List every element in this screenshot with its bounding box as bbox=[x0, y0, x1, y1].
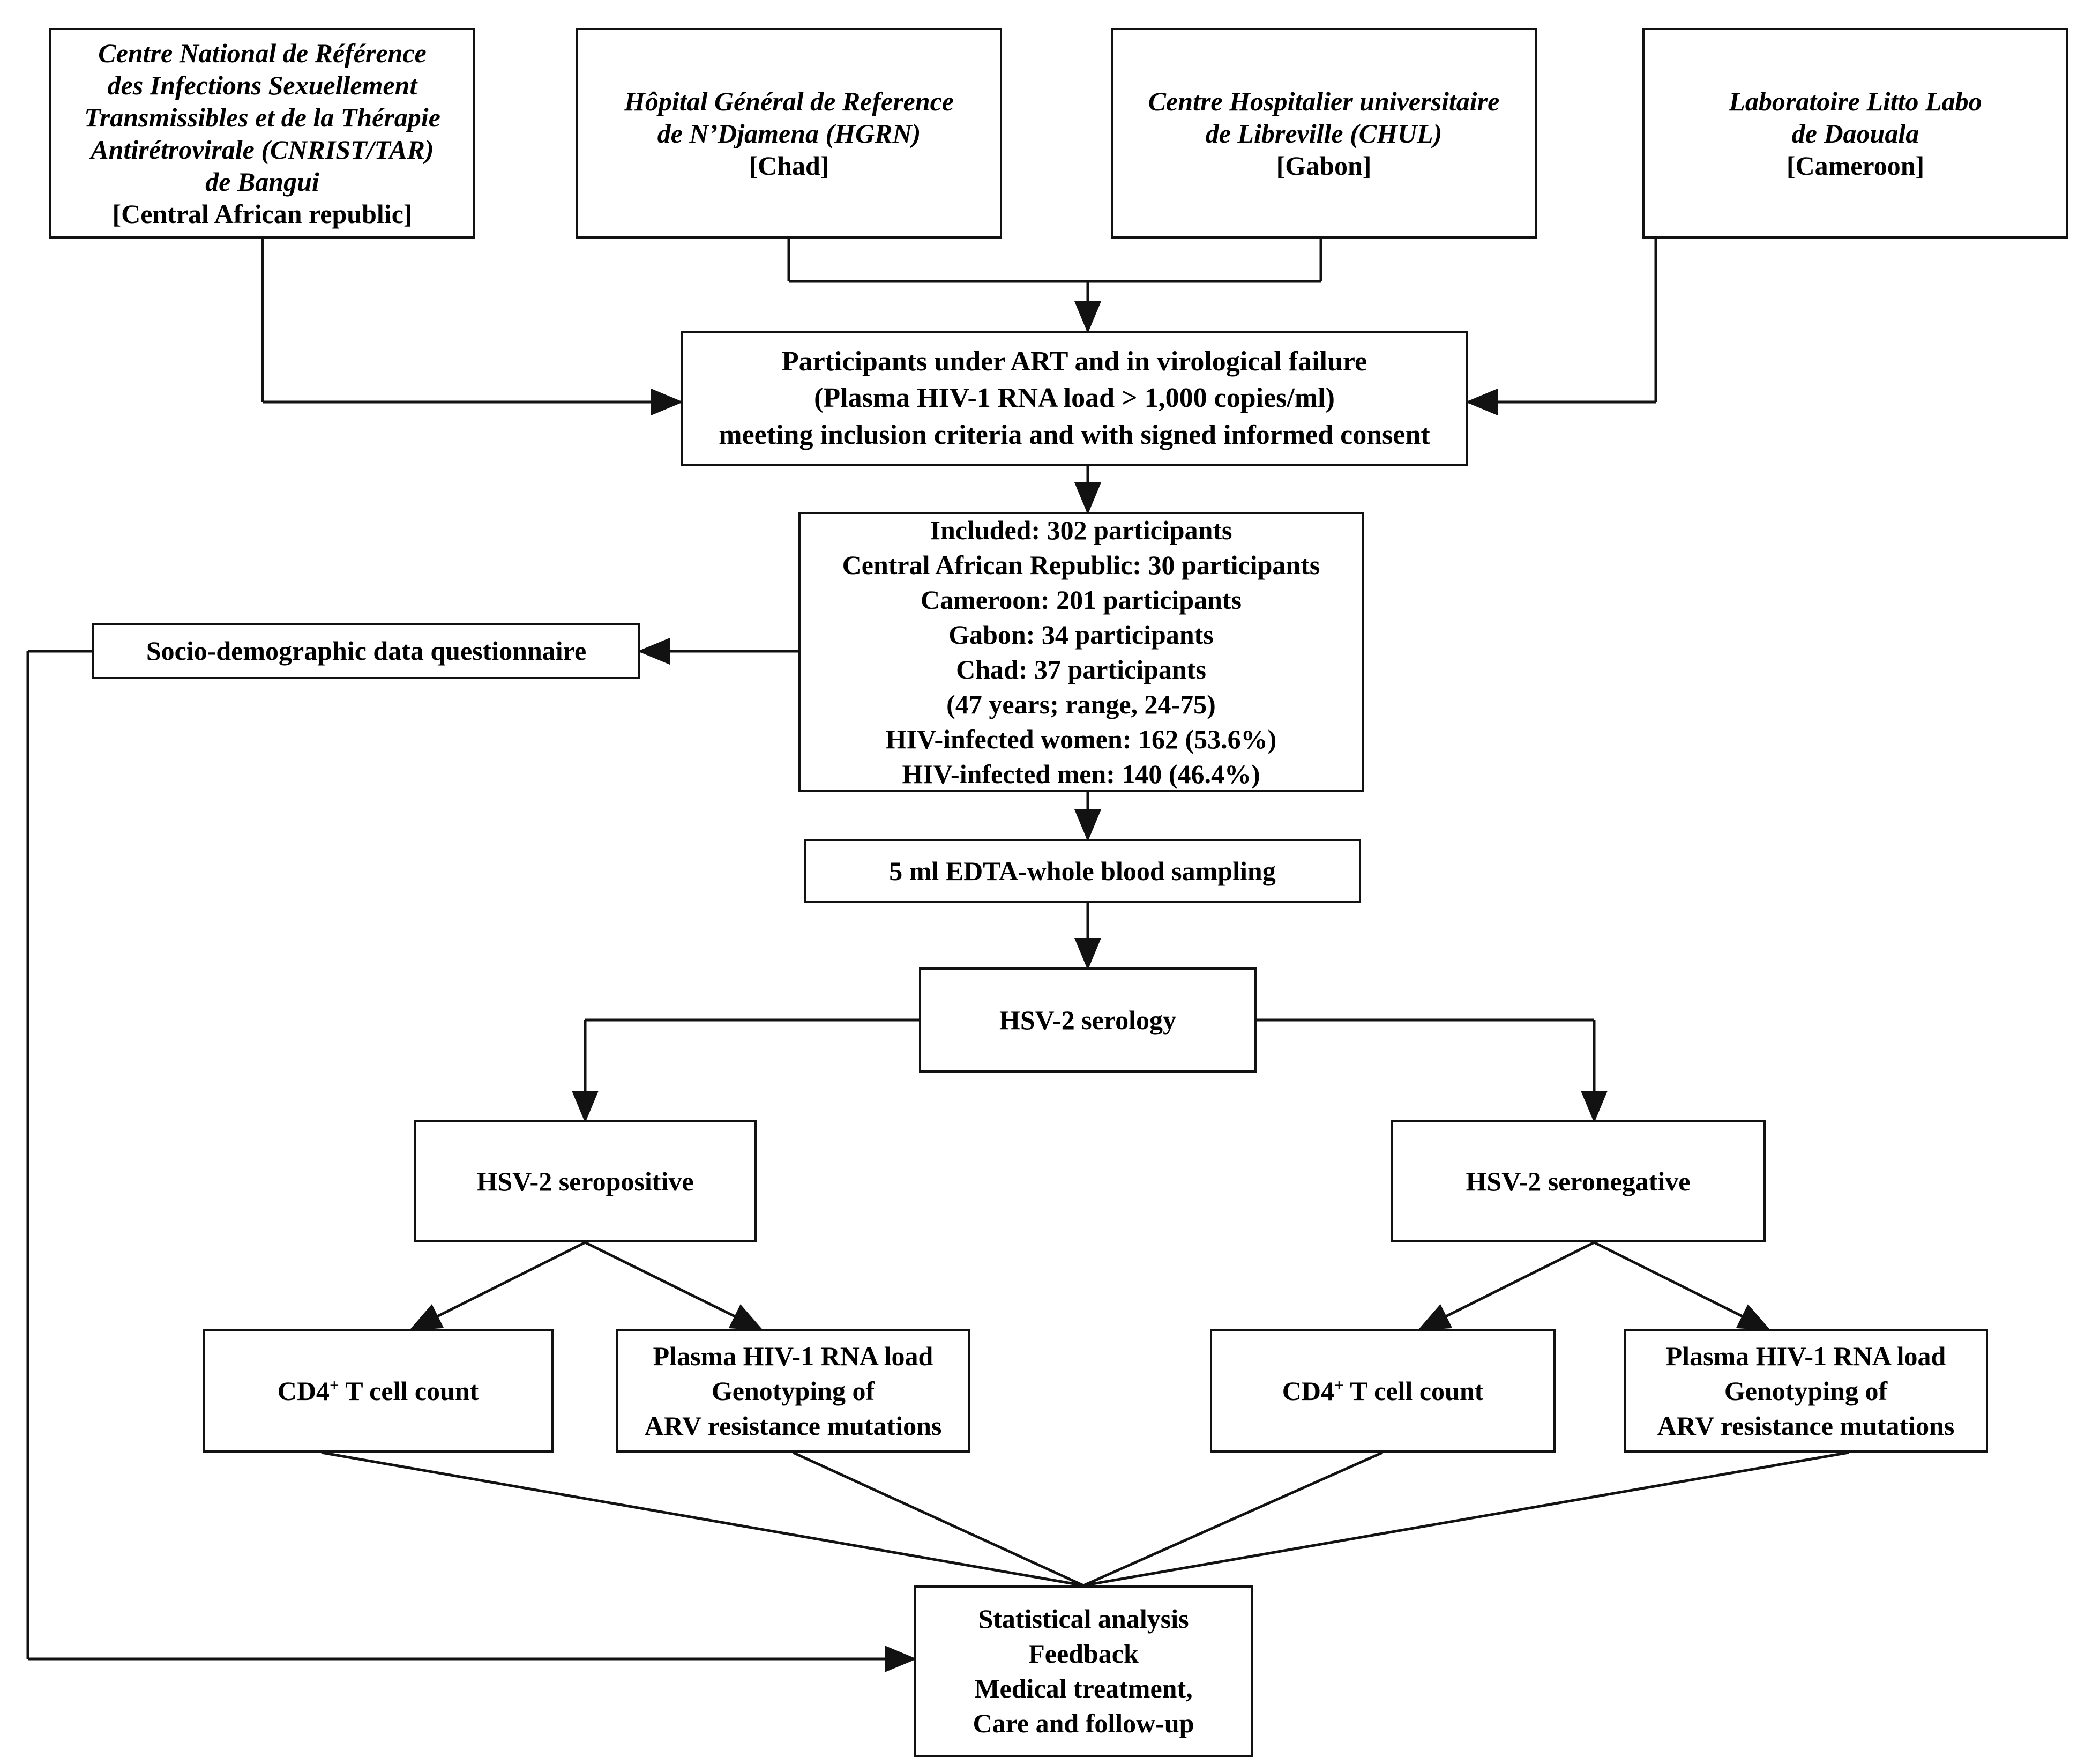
viral-line: Plasma HIV-1 RNA load bbox=[1665, 1341, 1946, 1371]
edge-seropos-viral bbox=[584, 1241, 764, 1331]
viral-line: Plasma HIV-1 RNA load bbox=[653, 1341, 933, 1371]
viral-line: Genotyping of bbox=[1724, 1375, 1888, 1406]
included-line: Gabon: 34 participants bbox=[948, 619, 1214, 650]
edge-seropos-cd4 bbox=[409, 1241, 586, 1331]
blood-sampling-box[interactable]: 5 ml EDTA-whole blood sampling bbox=[804, 839, 1361, 903]
sampling-label: 5 ml EDTA-whole blood sampling bbox=[889, 855, 1276, 886]
cd4-label: CD4+ T cell count bbox=[1220, 1374, 1546, 1409]
cd4-label: CD4+ T cell count bbox=[212, 1374, 544, 1409]
site-name-line: Antirétrovirale (CNRIST/TAR) bbox=[91, 134, 434, 165]
hsv2-serology-box[interactable]: HSV-2 serology bbox=[919, 967, 1257, 1073]
cd4-t-cell-count-box-seropositive[interactable]: CD4+ T cell count bbox=[203, 1329, 554, 1453]
site-name-line: Transmissibles et de la Thérapie bbox=[84, 102, 440, 132]
cd4-superscript: + bbox=[329, 1375, 339, 1394]
site-name-line: Laboratoire Litto Labo bbox=[1729, 86, 1982, 116]
hsv2-seropositive-box[interactable]: HSV-2 seropositive bbox=[414, 1120, 757, 1242]
site-country-label: [Central African republic] bbox=[112, 198, 413, 229]
included-line: Central African Republic: 30 participant… bbox=[842, 549, 1320, 580]
cd4-superscript: + bbox=[1334, 1375, 1344, 1394]
edge-cd4left-outcome bbox=[321, 1451, 1084, 1587]
eligibility-box[interactable]: Participants under ART and in virologica… bbox=[681, 331, 1468, 466]
edge-seroneg-cd4 bbox=[1417, 1241, 1595, 1331]
site-name-line: Hôpital Général de Reference bbox=[624, 86, 954, 116]
included-line: Cameroon: 201 participants bbox=[920, 584, 1242, 615]
outcome-line: Statistical analysis bbox=[978, 1604, 1189, 1634]
outcome-line: Care and follow-up bbox=[973, 1708, 1194, 1738]
included-line: HIV-infected men: 140 (46.4%) bbox=[902, 758, 1260, 789]
included-line: Included: 302 participants bbox=[930, 515, 1232, 545]
questionnaire-label: Socio-demographic data questionnaire bbox=[146, 636, 587, 666]
hsv2-seronegative-box[interactable]: HSV-2 seronegative bbox=[1391, 1120, 1766, 1242]
edge-cd4right-outcome bbox=[1082, 1451, 1384, 1587]
edge-viralleft-outcome bbox=[792, 1451, 1085, 1587]
site-name-line: de Daouala bbox=[1791, 118, 1919, 148]
viral-load-genotyping-box-seronegative[interactable]: Plasma HIV-1 RNA load Genotyping of ARV … bbox=[1624, 1329, 1988, 1453]
serology-label: HSV-2 serology bbox=[999, 1004, 1177, 1035]
outcome-line: Feedback bbox=[1028, 1639, 1139, 1669]
site-country-label: [Cameroon] bbox=[1786, 150, 1925, 181]
cd4-prefix: CD4 bbox=[1282, 1375, 1334, 1406]
site-name-line: de Bangui bbox=[205, 166, 319, 197]
eligibility-line: Participants under ART and in virologica… bbox=[781, 346, 1367, 377]
outcome-box[interactable]: Statistical analysis Feedback Medical tr… bbox=[914, 1585, 1253, 1757]
included-line: Chad: 37 participants bbox=[956, 654, 1206, 684]
viral-load-genotyping-box-seropositive[interactable]: Plasma HIV-1 RNA load Genotyping of ARV … bbox=[616, 1329, 970, 1453]
included-line: (47 years; range, 24-75) bbox=[946, 689, 1216, 719]
cd4-suffix: T cell count bbox=[339, 1375, 479, 1406]
included-line: HIV-infected women: 162 (53.6%) bbox=[885, 724, 1277, 754]
site-box-cnrist[interactable]: Centre National de Référence des Infecti… bbox=[49, 28, 475, 239]
site-box-chul[interactable]: Centre Hospitalier universitaire de Libr… bbox=[1111, 28, 1537, 239]
site-name-line: Centre Hospitalier universitaire bbox=[1148, 86, 1500, 116]
site-name-line: Centre National de Référence bbox=[98, 38, 427, 68]
site-box-litto-labo[interactable]: Laboratoire Litto Labo de Daouala [Camer… bbox=[1642, 28, 2068, 239]
site-name-line: de N’Djamena (HGRN) bbox=[657, 118, 921, 148]
cd4-suffix: T cell count bbox=[1343, 1375, 1484, 1406]
outcome-line: Medical treatment, bbox=[974, 1673, 1193, 1703]
socio-demographic-questionnaire-box[interactable]: Socio-demographic data questionnaire bbox=[92, 623, 640, 679]
site-country-label: [Chad] bbox=[749, 150, 829, 181]
site-country-label: [Gabon] bbox=[1276, 150, 1372, 181]
viral-line: ARV resistance mutations bbox=[1657, 1410, 1955, 1441]
site-box-hgrn[interactable]: Hôpital Général de Reference de N’Djamen… bbox=[576, 28, 1002, 239]
eligibility-line: (Plasma HIV-1 RNA load > 1,000 copies/ml… bbox=[814, 383, 1335, 414]
site-name-line: de Libreville (CHUL) bbox=[1205, 118, 1443, 148]
cd4-t-cell-count-box-seronegative[interactable]: CD4+ T cell count bbox=[1210, 1329, 1556, 1453]
included-participants-box[interactable]: Included: 302 participants Central Afric… bbox=[798, 512, 1364, 792]
seropositive-label: HSV-2 seropositive bbox=[476, 1166, 694, 1196]
viral-line: Genotyping of bbox=[711, 1375, 875, 1406]
eligibility-line: meeting inclusion criteria and with sign… bbox=[719, 419, 1430, 450]
site-name-line: des Infections Sexuellement bbox=[107, 70, 417, 100]
cd4-prefix: CD4 bbox=[277, 1375, 330, 1406]
viral-line: ARV resistance mutations bbox=[644, 1410, 942, 1441]
edge-viralright-outcome bbox=[1083, 1451, 1849, 1587]
edge-seroneg-viral bbox=[1593, 1241, 1771, 1331]
seronegative-label: HSV-2 seronegative bbox=[1466, 1166, 1691, 1196]
